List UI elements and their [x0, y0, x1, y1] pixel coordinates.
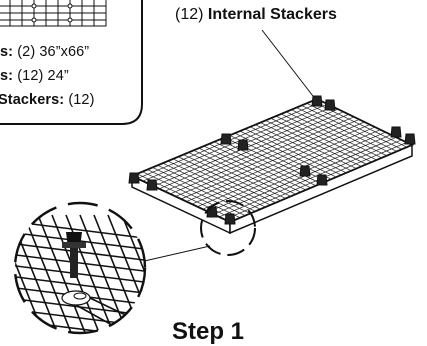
- stacker-mark: [390, 126, 402, 138]
- stacker-mark: [404, 133, 416, 145]
- parts-list-line-2: s: (12) 24”: [0, 68, 69, 84]
- callout-count: (12): [175, 6, 208, 23]
- internal-stackers: [128, 95, 416, 225]
- stacker-mark: [220, 133, 232, 145]
- stacker-mark: [311, 95, 323, 107]
- parts-list-box: [0, 0, 143, 125]
- stacker-mark: [146, 179, 158, 191]
- parts-list-value-1: (2) 36”x66”: [13, 44, 90, 60]
- parts-list-value-3: (12): [64, 92, 95, 108]
- stacker-mark: [299, 165, 311, 177]
- parts-list-label-2: s:: [0, 68, 14, 84]
- zoom-detail-ring: [13, 201, 147, 335]
- callout-label: Internal Stackers: [207, 6, 337, 23]
- detail-target-ring: [200, 200, 256, 256]
- stacker-mark: [237, 139, 249, 151]
- parts-list-line-3: Stackers: (12): [0, 92, 95, 108]
- parts-list-line-1: s: (2) 36”x66”: [0, 44, 89, 60]
- stacker-mark: [324, 99, 336, 111]
- stacker-mark: [316, 174, 328, 186]
- shelf-thumbnail: [0, 0, 107, 27]
- detail-leader-line: [139, 245, 211, 263]
- parts-list-label-1: s:: [0, 44, 14, 60]
- step-title: Step 1: [172, 318, 245, 345]
- stackers-callout: (12) Internal Stackers: [175, 6, 337, 24]
- parts-list-label-3: Stackers:: [0, 92, 65, 108]
- stacker-mark: [224, 213, 236, 225]
- parts-list-value-2: (12) 24”: [13, 68, 69, 84]
- callout-leader-line: [261, 29, 317, 101]
- stacker-mark: [128, 172, 140, 184]
- zoom-detail: [15, 203, 145, 333]
